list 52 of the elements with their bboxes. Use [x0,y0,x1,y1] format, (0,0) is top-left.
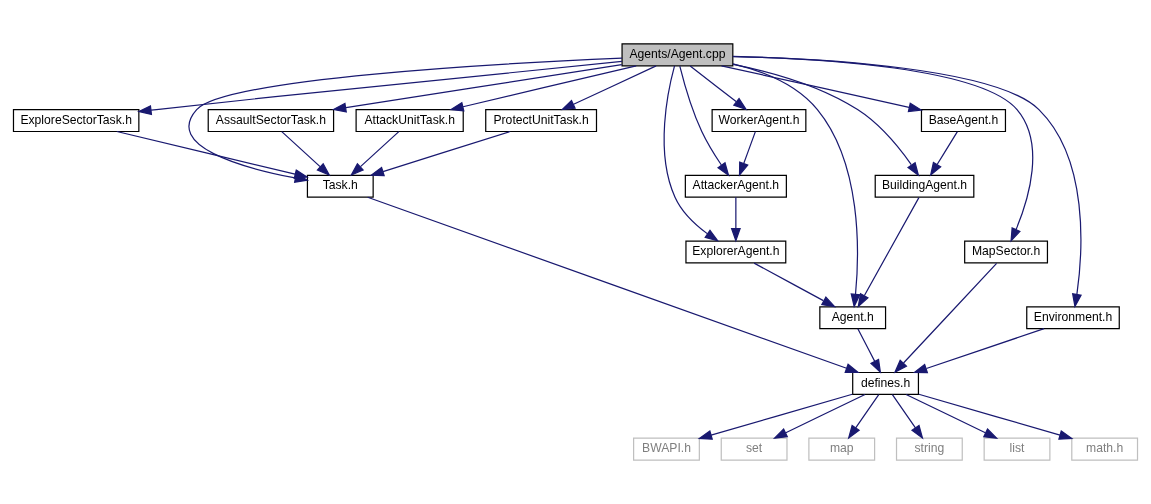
arrow [753,262,837,308]
node-box: set [720,437,788,461]
arrow [697,393,853,440]
node-box: ProtectUnitTask.h [485,109,598,133]
node-box: list [983,437,1051,461]
arrow [929,131,958,177]
node-box: defines.h [852,371,920,396]
arrow [905,393,999,439]
node-box: ExplorerAgent.h [685,240,787,264]
arrow [331,64,623,113]
arrow [857,328,882,374]
arrow [663,65,720,242]
arrow [732,55,1034,243]
node-box: Environment.h [1026,306,1120,330]
node-box: AttackerAgent.h [684,174,787,198]
arrow [560,65,657,111]
node-box: AttackUnitTask.h [355,109,464,133]
node-box: math.h [1071,437,1139,461]
arrow [912,328,1045,374]
arrow [730,196,741,243]
node-box: BWAPI.h [633,437,700,461]
arrow [349,131,400,177]
arrow [679,65,730,177]
arrow [116,130,309,180]
arrow [367,196,860,374]
node-box: WorkerAgent.h [711,109,807,133]
arrow [732,63,861,309]
node-box: Task.h [306,174,374,198]
node-box: AssaultSectorTask.h [207,109,335,133]
arrow [720,65,924,113]
arrow [449,65,637,112]
arrow [281,131,331,177]
node-box: ExploreSectorTask.h [12,109,140,133]
arrow [847,393,880,440]
node-box: map [808,437,876,461]
arrow [772,393,866,439]
arrow [918,393,1074,440]
arrow [857,197,920,309]
node-box: Agent.h [819,306,887,330]
arrow [732,55,1082,309]
node-box: BaseAgent.h [920,109,1007,133]
node-box: MapSector.h [964,240,1049,264]
arrow [738,131,756,177]
arrow [891,393,924,440]
node-box: Agents/Agent.cpp [621,43,734,67]
arrow [893,262,998,374]
node-box: BuildingAgent.h [874,174,975,198]
arrow [689,65,748,111]
arrow [732,63,920,177]
arrow [369,130,511,177]
node-box: string [895,437,963,461]
arrow [137,60,623,116]
